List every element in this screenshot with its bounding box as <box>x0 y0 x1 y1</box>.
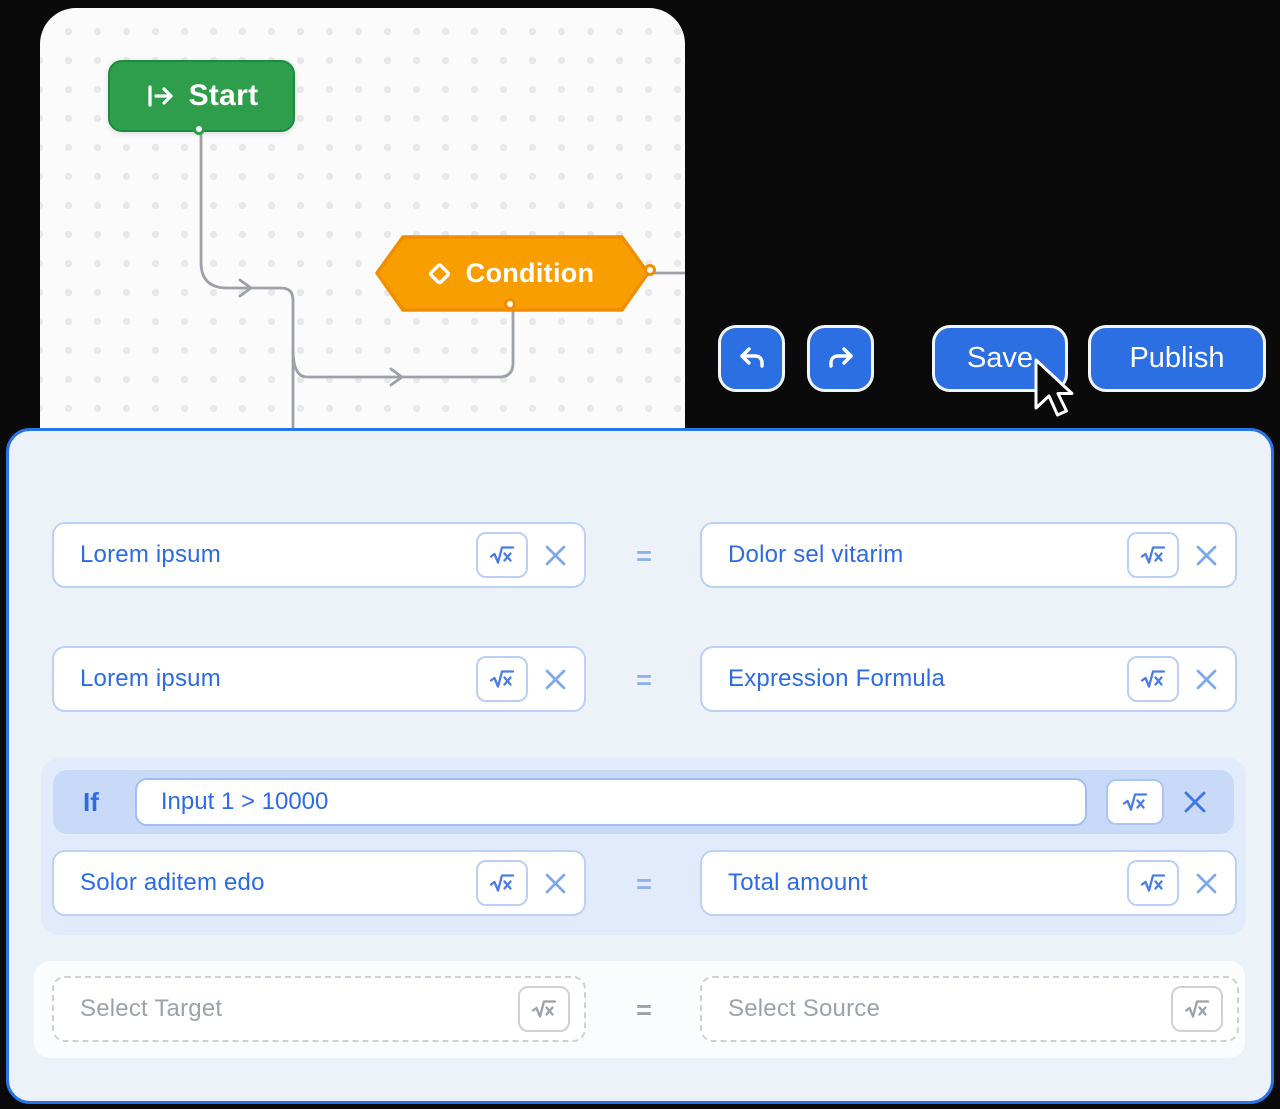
mapping-source-field <box>700 850 1237 916</box>
formula-button[interactable] <box>1127 860 1179 906</box>
close-icon <box>1196 545 1217 565</box>
clear-field-button[interactable] <box>543 871 568 896</box>
formula-button[interactable] <box>476 860 528 906</box>
flow-canvas[interactable]: Condition Start <box>40 8 685 429</box>
target-input[interactable] <box>80 541 476 569</box>
formula-icon <box>489 874 515 892</box>
remove-condition-button[interactable] <box>1182 789 1208 815</box>
undo-icon <box>739 346 764 368</box>
formula-icon <box>1184 1000 1210 1018</box>
close-icon <box>545 669 566 689</box>
source-input[interactable] <box>728 665 1127 693</box>
clear-field-button[interactable] <box>1194 543 1219 568</box>
clear-field-button[interactable] <box>543 667 568 692</box>
redo-icon <box>828 346 853 368</box>
start-bottom-handle[interactable] <box>193 123 205 135</box>
edge-start-down[interactable] <box>199 130 295 429</box>
if-label: If <box>83 786 99 817</box>
empty-target-field <box>52 976 586 1042</box>
condition-node[interactable]: Condition <box>385 237 635 310</box>
condition-expression-input[interactable] <box>160 788 1065 816</box>
formula-icon <box>1140 670 1166 688</box>
formula-icon <box>1122 793 1148 811</box>
mapping-target-field <box>52 850 586 916</box>
formula-icon <box>489 546 515 564</box>
mapping-target-field <box>52 646 586 712</box>
formula-button[interactable] <box>1106 779 1164 825</box>
clear-field-button[interactable] <box>1194 667 1219 692</box>
edge-arrowhead <box>389 367 404 387</box>
condition-bottom-handle[interactable] <box>504 298 516 310</box>
mapping-source-field <box>700 646 1237 712</box>
if-condition-row: If <box>53 770 1234 834</box>
formula-icon <box>489 670 515 688</box>
condition-expression-field <box>134 778 1087 826</box>
mapping-source-field <box>700 522 1237 588</box>
formula-button[interactable] <box>1127 532 1179 578</box>
formula-button[interactable] <box>1171 986 1223 1032</box>
condition-right-handle[interactable] <box>644 264 656 276</box>
condition-node-label: Condition <box>465 258 595 288</box>
start-node[interactable]: Start <box>108 60 295 132</box>
undo-button[interactable] <box>718 325 785 392</box>
formula-icon <box>1140 874 1166 892</box>
redo-button[interactable] <box>807 325 874 392</box>
clear-field-button[interactable] <box>1194 871 1219 896</box>
formula-button[interactable] <box>476 656 528 702</box>
formula-icon <box>531 1000 557 1018</box>
edge-branch-to-condition[interactable] <box>291 309 515 379</box>
condition-mapping-block: If <box>41 758 1246 935</box>
formula-button[interactable] <box>518 986 570 1032</box>
select-target-input[interactable] <box>80 995 518 1023</box>
formula-button[interactable] <box>1127 656 1179 702</box>
close-icon <box>545 545 566 565</box>
save-button-label: Save <box>966 342 1034 374</box>
start-icon <box>147 85 173 107</box>
target-input[interactable] <box>80 665 476 693</box>
empty-source-field <box>700 976 1239 1042</box>
expression-panel: = <box>6 428 1274 1104</box>
equals-sign: = <box>636 995 652 1025</box>
close-icon <box>1196 669 1217 689</box>
new-mapping-row: = <box>34 961 1245 1058</box>
equals-sign: = <box>636 541 652 571</box>
mapping-target-field <box>52 522 586 588</box>
formula-button[interactable] <box>476 532 528 578</box>
publish-button[interactable]: Publish <box>1088 325 1266 392</box>
publish-button-label: Publish <box>1129 342 1225 374</box>
edge-arrowhead <box>238 278 253 298</box>
close-icon <box>1184 791 1206 813</box>
clear-field-button[interactable] <box>543 543 568 568</box>
equals-sign: = <box>636 665 652 695</box>
flow-edges <box>199 130 685 429</box>
select-source-input[interactable] <box>728 995 1171 1023</box>
formula-icon <box>1140 546 1166 564</box>
diamond-icon <box>428 263 450 285</box>
target-input[interactable] <box>80 869 476 897</box>
close-icon <box>1196 873 1217 893</box>
equals-sign: = <box>636 869 652 899</box>
start-node-label: Start <box>188 79 259 112</box>
close-icon <box>545 873 566 893</box>
cursor-pointer-icon <box>1034 358 1074 417</box>
source-input[interactable] <box>728 869 1127 897</box>
source-input[interactable] <box>728 541 1127 569</box>
